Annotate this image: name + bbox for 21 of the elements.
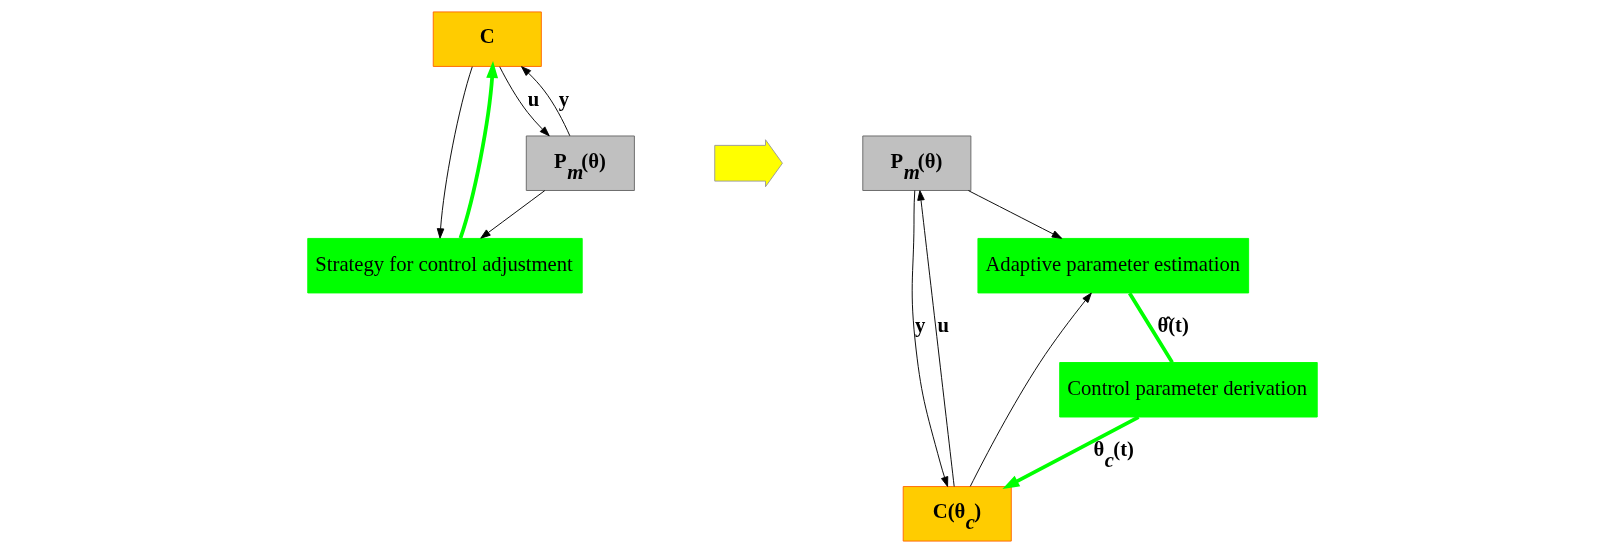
node-box: Control parameter derivation — [1058, 362, 1318, 418]
edge-label: u — [937, 314, 949, 337]
node-box: Adaptive parameter estimation — [976, 237, 1249, 294]
edge-label: y — [558, 87, 569, 110]
arrow — [436, 66, 473, 239]
arrow — [967, 190, 1062, 239]
arrow — [911, 190, 948, 487]
edge-label: u — [527, 87, 539, 110]
arrow — [458, 61, 498, 239]
arrow — [969, 292, 1092, 487]
node-box: C — [432, 11, 542, 67]
node-box: Strategy for control adjustment — [306, 237, 583, 294]
edge-label: θ̂(t) — [1156, 314, 1189, 337]
edge-label: y — [914, 314, 925, 337]
arrow — [916, 190, 955, 487]
arrow — [498, 66, 550, 137]
arrow — [479, 190, 545, 239]
arrow — [1001, 415, 1139, 490]
node-arrow — [713, 139, 783, 188]
connector — [1127, 292, 1174, 364]
arrow — [520, 66, 570, 137]
